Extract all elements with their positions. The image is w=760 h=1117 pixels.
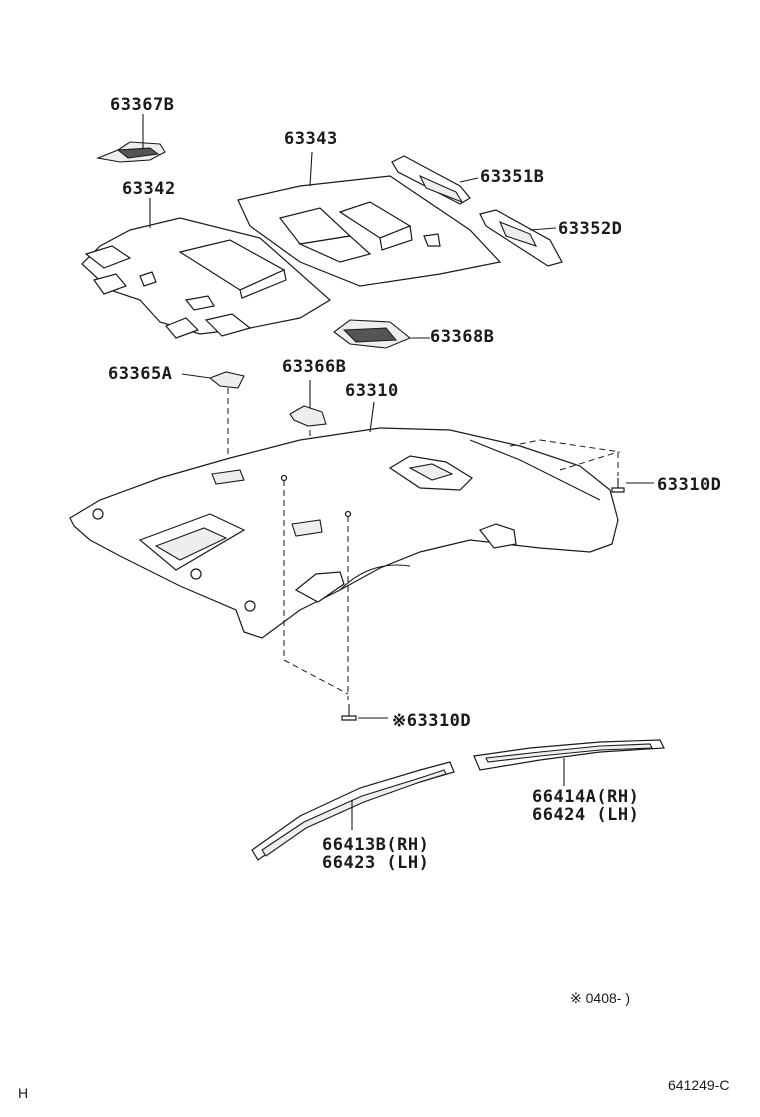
footer-left-code: H: [18, 1085, 28, 1101]
part-66414A-drawing: [473, 739, 665, 786]
part-63310D-bottom-drawing: [341, 704, 388, 721]
part-63310-drawing: [69, 401, 621, 700]
part-63342-drawing: [81, 198, 332, 339]
label-66423: 66423 (LH): [322, 853, 429, 873]
part-63367B-drawing: [96, 114, 166, 163]
label-63310D-right: 63310D: [657, 475, 721, 495]
part-63368B-drawing: [333, 319, 430, 349]
label-63366B: 63366B: [282, 357, 346, 377]
part-63352D-drawing: [479, 209, 563, 267]
label-63310: 63310: [345, 381, 399, 401]
part-63310D-right-drawing: [611, 478, 654, 493]
label-63368B: 63368B: [430, 327, 494, 347]
label-63310D-bottom: ※63310D: [392, 711, 471, 731]
label-66414A: 66414A(RH): [532, 787, 639, 807]
label-66424: 66424 (LH): [532, 805, 639, 825]
part-66413B-drawing: [251, 761, 455, 861]
applicability-note: ※ 0408- ): [570, 990, 630, 1006]
label-63352D: 63352D: [558, 219, 622, 239]
label-66413B: 66413B(RH): [322, 835, 429, 855]
diagram-id: 641249-C: [668, 1077, 730, 1093]
label-63343: 63343: [284, 129, 338, 149]
part-63351B-drawing: [391, 155, 479, 205]
label-63365A: 63365A: [108, 364, 172, 384]
label-63351B: 63351B: [480, 167, 544, 187]
label-63342: 63342: [122, 179, 176, 199]
label-63367B: 63367B: [110, 95, 174, 115]
part-63343-drawing: [237, 151, 502, 287]
part-63365A-drawing: [181, 371, 245, 470]
